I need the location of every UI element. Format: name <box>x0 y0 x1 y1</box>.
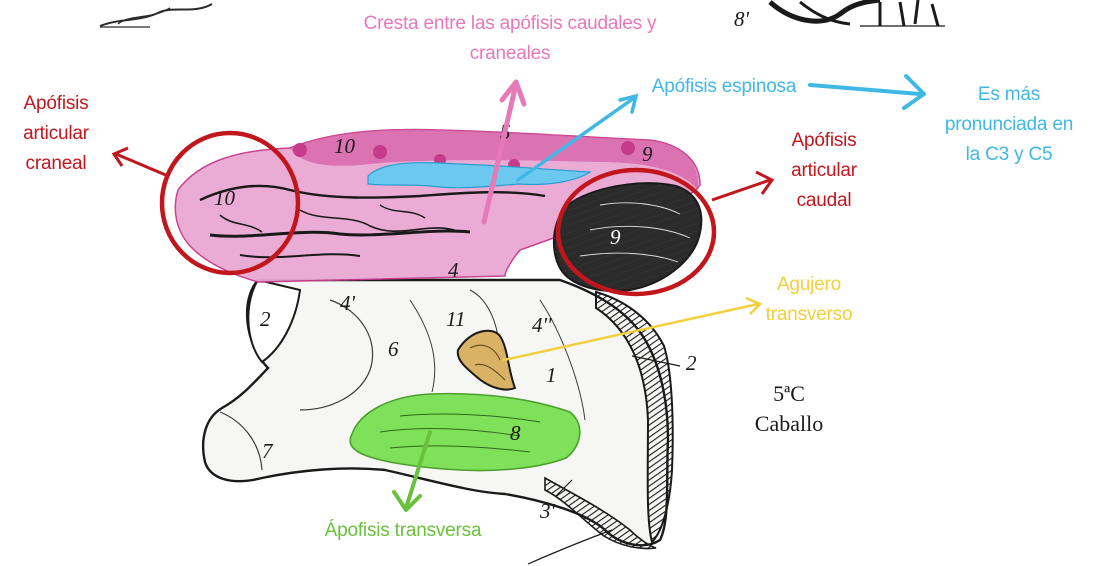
label-cranial-articular: Apófisis articular craneal <box>0 89 112 179</box>
figure-number-8: 8 <box>510 421 521 445</box>
transverse-process <box>349 392 581 472</box>
transverse-foramen-shading <box>469 344 506 381</box>
arrow-caudal-articular <box>711 170 775 202</box>
label-foramen-line-2: transverso <box>765 304 853 325</box>
figure-number-6: 6 <box>388 337 399 361</box>
transverse-foramen <box>456 329 517 391</box>
label-more-pronounced-line-3: la C3 y C5 <box>965 144 1053 165</box>
figure-number-10-left: 10 <box>214 186 236 210</box>
label-caudal-line-3: caudal <box>796 190 852 211</box>
arrow-crest <box>481 79 527 225</box>
label-cranial-line-3: craneal <box>25 153 87 174</box>
label-more-pronounced: Es más pronunciada en la C3 y C5 <box>924 80 1094 170</box>
figure-number-4: 4 <box>448 258 459 282</box>
caudal-articular-surface <box>552 182 703 292</box>
label-cranial-line-2: articular <box>23 123 89 144</box>
label-cranial-line-1: Apófisis <box>23 93 89 114</box>
figure-number-3: 3' <box>539 499 556 523</box>
figure-number-4-prime: 4' <box>340 291 356 315</box>
circle-cranial-articular <box>159 130 301 276</box>
vertebra-body <box>201 278 674 550</box>
label-crest: Cresta entre las apófisis caudales y cra… <box>330 9 690 69</box>
label-crest-line-2: craneales <box>469 43 551 64</box>
caption-vertebra: 5ªC <box>773 381 805 406</box>
figure-number-9-top: 9 <box>642 142 653 166</box>
figure-number-7: 7 <box>262 439 274 463</box>
figure-number-1: 1 <box>546 363 557 387</box>
arrow-more-pronounced <box>808 74 926 110</box>
figure-number-10-top: 10 <box>334 134 356 158</box>
label-more-pronounced-line-1: Es más <box>977 84 1041 105</box>
arrow-cranial-articular <box>111 146 169 178</box>
label-transverse-foramen: Agujero transverso <box>754 270 864 330</box>
caption-animal: Caballo <box>754 411 824 436</box>
label-caudal-articular: Apófisis articular caudal <box>772 126 876 216</box>
label-transverse-process: Ápofisis transversa <box>324 520 482 541</box>
figure-number-2: 2 <box>260 307 271 331</box>
circle-caudal-articular <box>555 167 717 297</box>
crest-region <box>174 128 701 283</box>
figure-number-11: 11 <box>446 307 465 331</box>
label-caudal-line-1: Apófisis <box>791 130 857 151</box>
leader-line-3 <box>555 479 573 497</box>
label-crest-line-1: Cresta entre las apófisis caudales y <box>363 13 657 34</box>
figure-number-8-top: 8' <box>734 7 750 31</box>
figure-fragment-top-right <box>768 0 945 27</box>
leader-line-2 <box>631 355 681 367</box>
arrow-spinous-process <box>516 93 639 182</box>
label-caudal-line-2: articular <box>791 160 857 181</box>
figure-number-4-double-prime: 4'' <box>532 313 552 337</box>
leader-line-bottom <box>527 529 613 565</box>
figure-number-2-right: 2 <box>686 351 697 375</box>
figure-fragment-top-left <box>99 3 213 28</box>
label-more-pronounced-line-2: pronunciada en <box>944 114 1074 135</box>
arrow-transverse-process <box>392 430 432 512</box>
label-spinous-process: Apófisis espinosa <box>651 76 797 97</box>
arrow-transverse-foramen <box>502 296 763 362</box>
label-foramen-line-1: Agujero <box>776 274 842 295</box>
figure-number-9-surface: 9 <box>610 225 621 249</box>
